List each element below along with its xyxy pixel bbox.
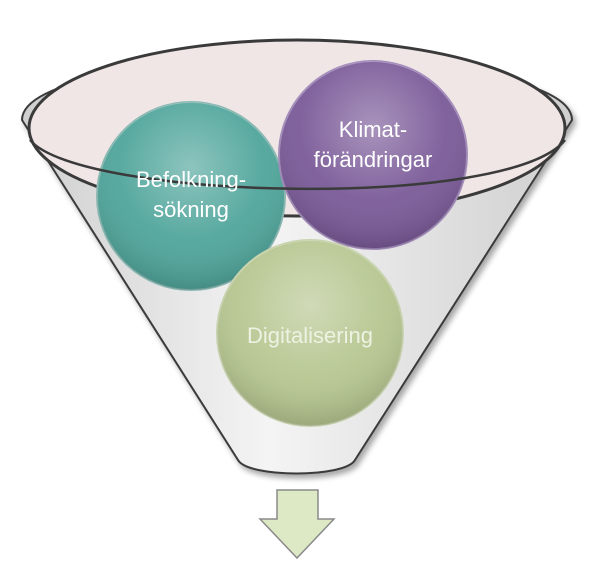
circle-klimat: [278, 60, 468, 250]
label-klimat-line2: förändringar: [314, 147, 433, 172]
circle-befolkning: [96, 101, 286, 291]
funnel-rim-front: [29, 139, 566, 191]
label-befolkning-line2: sökning: [153, 197, 229, 222]
down-arrow-icon: [258, 489, 336, 560]
label-klimat-line1: Klimat-: [339, 117, 407, 142]
circle-digital: [216, 239, 404, 427]
label-befolkning-line1: Befolkning-: [136, 167, 246, 192]
label-digital: Digitalisering: [247, 323, 373, 348]
